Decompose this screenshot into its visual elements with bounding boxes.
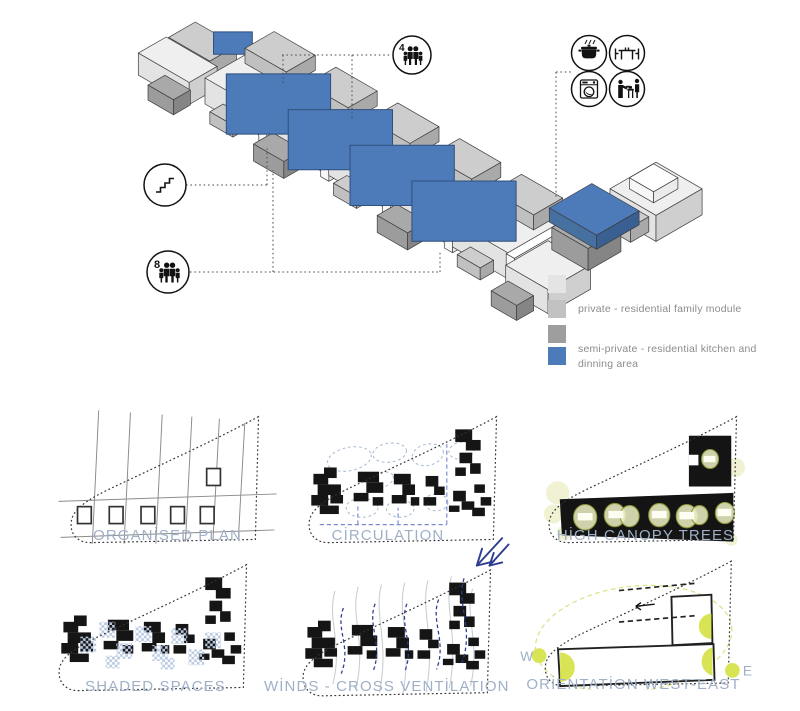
cooking-pot-icon bbox=[578, 39, 600, 59]
shaded-space-hatches bbox=[80, 621, 222, 670]
family-of-eight-icon bbox=[159, 262, 180, 283]
legend: private - residential family module semi… bbox=[548, 268, 778, 378]
plan-module-rects bbox=[76, 467, 222, 525]
tree-canopy bbox=[543, 504, 563, 524]
axonometric-diagram: 4 8 bbox=[137, 21, 703, 321]
diagram-high-canopy-trees bbox=[543, 416, 746, 546]
dining-table-marker bbox=[608, 34, 646, 72]
canopy-trees-on-bar bbox=[572, 448, 735, 531]
legend-swatch-blue bbox=[548, 347, 566, 365]
caption-shaded-spaces: SHADED SPACES bbox=[85, 678, 226, 695]
caption-orientation-west-east: ORİENTATİON WEST-EAST bbox=[526, 676, 741, 693]
marker-family-4: 4 bbox=[392, 35, 432, 75]
marker-family-8: 8 bbox=[146, 250, 190, 294]
stairs-icon bbox=[156, 177, 174, 193]
building-footprints bbox=[311, 429, 492, 517]
family-cooking-marker bbox=[608, 70, 646, 108]
tree-canopy bbox=[545, 481, 570, 505]
east-west-dashed-lines bbox=[618, 582, 697, 623]
family-of-four-icon bbox=[403, 46, 423, 65]
iso-building bbox=[137, 21, 703, 321]
caption-winds-cross-ventilation: WİNDS - CROSS VENTİLATION bbox=[264, 678, 510, 695]
washing-machine-marker bbox=[570, 70, 608, 108]
east-label: E bbox=[743, 664, 752, 679]
caption-high-canopy-trees: HİGH CANOPY TREES bbox=[556, 527, 735, 544]
caption-circulation: CİRCULATION bbox=[331, 527, 445, 544]
legend-label-private: private - residential family module bbox=[578, 303, 742, 315]
diagram-shaded-spaces bbox=[58, 564, 248, 692]
building-volumes bbox=[557, 593, 716, 688]
legend-swatch-dark-gray bbox=[548, 325, 566, 343]
semi-private-icon-cluster bbox=[570, 34, 646, 108]
diagram-organised-plan bbox=[58, 410, 277, 544]
west-east-arrow-icon bbox=[635, 602, 655, 611]
cooking-pot-marker bbox=[570, 34, 608, 72]
orientation-green-glows bbox=[531, 613, 740, 682]
plan-grid-lines bbox=[58, 410, 277, 544]
dotted-connectors bbox=[186, 54, 571, 273]
site-outline bbox=[70, 416, 260, 544]
caption-organised-plan: ORGANİSED PLAN bbox=[93, 527, 242, 544]
west-label: W bbox=[520, 649, 533, 664]
wind-arrow-icon bbox=[475, 537, 510, 567]
washing-machine-icon bbox=[579, 79, 599, 99]
legend-swatch-light-gray bbox=[548, 275, 566, 293]
west-sun-dot bbox=[531, 648, 547, 664]
legend-label-semi-private: semi-private - residential kitchen and d… bbox=[578, 343, 757, 370]
family-4-count: 4 bbox=[399, 43, 405, 54]
family-8-count: 8 bbox=[154, 259, 160, 271]
legend-swatch-mid-gray bbox=[548, 300, 566, 318]
diagram-orientation-west-east: W E bbox=[520, 560, 752, 690]
marker-stairs bbox=[143, 163, 187, 207]
diagram-winds-cross-ventilation bbox=[302, 537, 510, 697]
east-sun-dot bbox=[725, 663, 740, 678]
building-notch bbox=[688, 454, 699, 466]
diagram-circulation bbox=[308, 416, 498, 544]
dining-table-icon bbox=[614, 47, 640, 60]
building-footprints bbox=[305, 582, 486, 670]
ventilation-paths-navy bbox=[340, 578, 468, 674]
family-cooking-icon bbox=[618, 78, 640, 98]
